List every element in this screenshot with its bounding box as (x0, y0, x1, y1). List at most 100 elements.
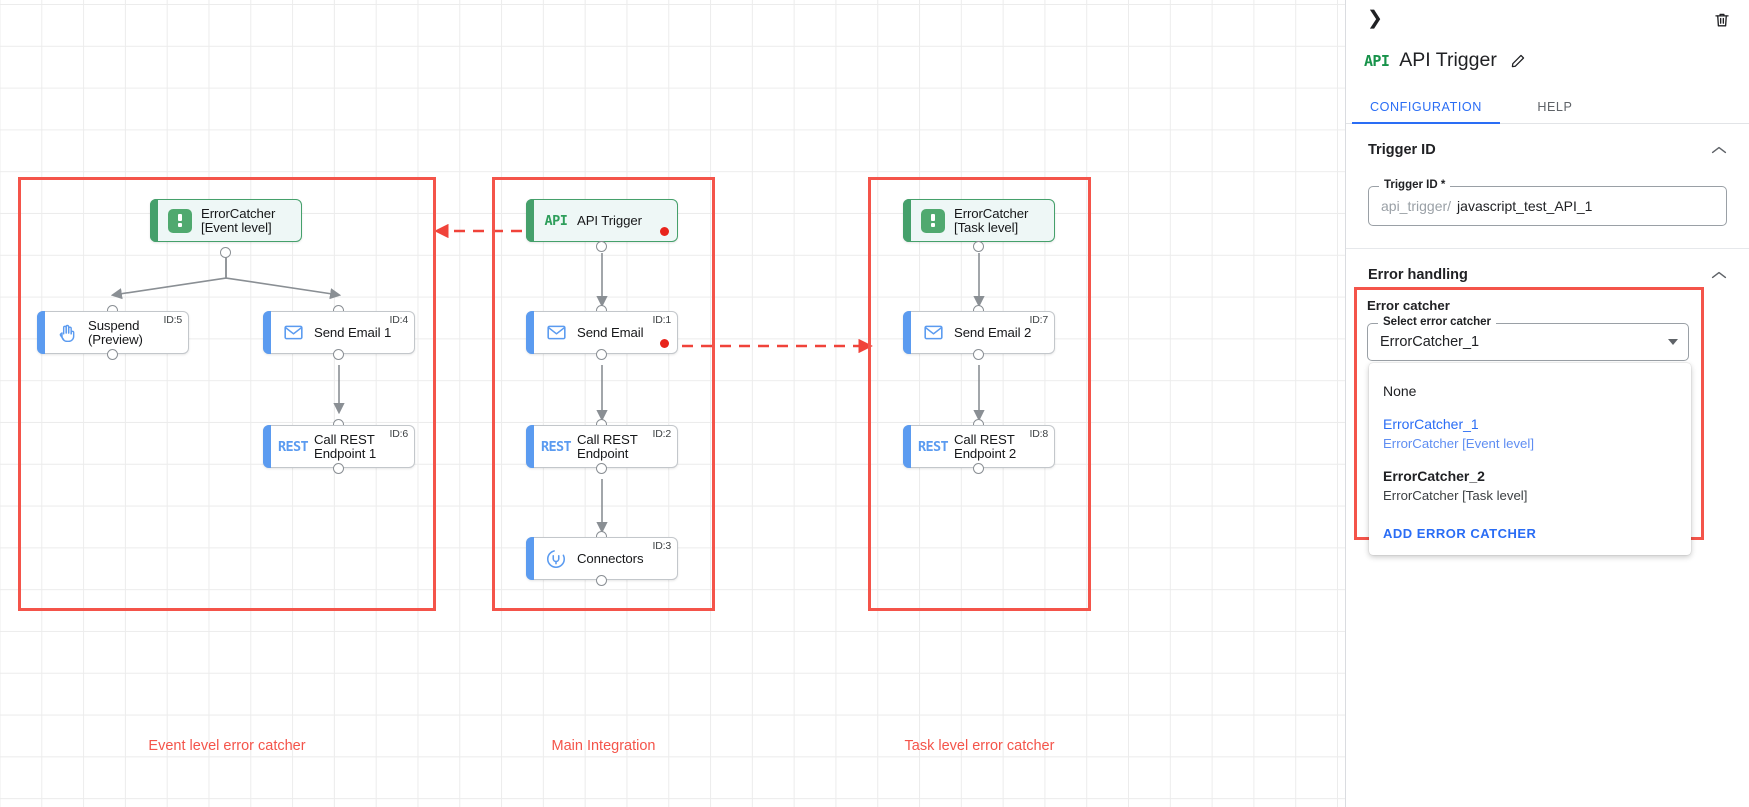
node-port-out[interactable] (333, 349, 344, 360)
trigger-id-field[interactable]: Trigger ID * api_trigger/ javascript_tes… (1368, 179, 1727, 226)
node-label: Connectors (577, 550, 644, 566)
error-catcher-region: Error catcher Select error catcher Error… (1354, 287, 1704, 555)
node-label: Send Email 1 (314, 324, 392, 340)
rest-icon: REST (540, 438, 572, 455)
group-label-main-integration: Main Integration (551, 738, 656, 754)
node-call-rest-endpoint-1[interactable]: REST Call REST Endpoint 1 ID:6 (263, 425, 415, 468)
chevron-down-icon[interactable] (1668, 339, 1678, 345)
error-catcher-label: Error catcher (1367, 298, 1450, 313)
node-id-tag: ID:1 (652, 314, 672, 326)
node-accent-bar (526, 311, 534, 354)
rest-icon: REST (277, 438, 309, 455)
node-label: Call REST Endpoint 1 (314, 432, 377, 461)
tab-help[interactable]: HELP (1537, 99, 1573, 114)
node-accent-bar (263, 425, 271, 468)
node-api-trigger[interactable]: API API Trigger (526, 199, 678, 242)
node-call-rest-endpoint[interactable]: REST Call REST Endpoint ID:2 (526, 425, 678, 468)
node-port-out[interactable] (973, 463, 984, 474)
node-accent-bar (263, 311, 271, 354)
section-heading: Trigger ID (1368, 142, 1436, 158)
node-label: ErrorCatcher [Task level] (954, 206, 1029, 235)
node-accent-bar (903, 199, 911, 242)
panel-toolbar: ❯ (1346, 0, 1749, 40)
section-error-handling[interactable]: Error handling (1346, 249, 1749, 301)
node-send-email[interactable]: Send Email ID:1 (526, 311, 678, 354)
node-port-out[interactable] (973, 349, 984, 360)
node-errorcatcher-event-level[interactable]: ErrorCatcher [Event level] (150, 199, 302, 242)
node-accent-bar (37, 311, 45, 354)
group-label-event-level: Event level error catcher (148, 738, 306, 754)
rest-icon: REST (917, 438, 949, 455)
page-title: API Trigger (1399, 49, 1497, 71)
dropdown-option-primary: ErrorCatcher_1 (1383, 416, 1479, 432)
trash-icon[interactable] (1713, 11, 1731, 29)
chevron-up-icon[interactable] (1711, 268, 1727, 283)
dropdown-option-errorcatcher-1[interactable]: ErrorCatcher_1 ErrorCatcher [Event level… (1369, 408, 1691, 460)
group-box (18, 177, 436, 611)
envelope-icon (539, 322, 573, 343)
node-suspend-preview[interactable]: Suspend (Preview) ID:5 (37, 311, 189, 354)
error-catcher-icon (916, 208, 950, 233)
node-id-tag: ID:6 (389, 428, 409, 440)
error-catcher-dropdown-menu[interactable]: None ErrorCatcher_1 ErrorCatcher [Event … (1369, 363, 1691, 555)
chevron-up-icon[interactable] (1711, 143, 1727, 158)
node-accent-bar (526, 425, 534, 468)
node-error-indicator (660, 227, 669, 236)
dropdown-option-none[interactable]: None (1369, 375, 1691, 408)
node-accent-bar (903, 311, 911, 354)
node-accent-bar (150, 199, 158, 242)
node-accent-bar (903, 425, 911, 468)
node-label: API Trigger (577, 212, 642, 228)
select-error-catcher[interactable]: Select error catcher ErrorCatcher_1 (1367, 316, 1689, 361)
node-port-out[interactable] (596, 349, 607, 360)
node-port-out[interactable] (107, 349, 118, 360)
node-label: Suspend (Preview) (88, 318, 143, 347)
node-id-tag: ID:7 (1029, 314, 1049, 326)
api-icon: API (1364, 51, 1390, 70)
node-id-tag: ID:5 (163, 314, 183, 326)
dropdown-option-errorcatcher-2[interactable]: ErrorCatcher_2 ErrorCatcher [Task level] (1369, 460, 1691, 512)
pencil-icon[interactable] (1510, 53, 1526, 69)
node-port-out[interactable] (973, 241, 984, 252)
node-send-email-2[interactable]: Send Email 2 ID:7 (903, 311, 1055, 354)
add-error-catcher-button[interactable]: ADD ERROR CATCHER (1383, 526, 1537, 541)
trigger-id-prefix: api_trigger/ (1381, 198, 1452, 214)
node-connectors[interactable]: Connectors ID:3 (526, 537, 678, 580)
node-port-out[interactable] (220, 247, 231, 258)
node-id-tag: ID:4 (389, 314, 409, 326)
node-port-out[interactable] (596, 241, 607, 252)
dropdown-option-secondary: ErrorCatcher [Event level] (1383, 436, 1534, 451)
node-error-indicator (660, 339, 669, 348)
group-box (492, 177, 715, 611)
api-icon: API (544, 212, 568, 229)
workflow-canvas[interactable]: Event level error catcher Main Integrati… (0, 0, 1345, 807)
spacer (1346, 226, 1749, 248)
node-port-out[interactable] (596, 575, 607, 586)
dropdown-option-primary: None (1383, 383, 1417, 399)
node-send-email-1[interactable]: Send Email 1 ID:4 (263, 311, 415, 354)
node-label: ErrorCatcher [Event level] (201, 206, 276, 235)
section-trigger-id[interactable]: Trigger ID (1346, 124, 1749, 176)
node-errorcatcher-task-level[interactable]: ErrorCatcher [Task level] (903, 199, 1055, 242)
node-accent-bar (526, 199, 534, 242)
node-call-rest-endpoint-2[interactable]: REST Call REST Endpoint 2 ID:8 (903, 425, 1055, 468)
node-id-tag: ID:3 (652, 540, 672, 552)
tab-configuration[interactable]: CONFIGURATION (1352, 90, 1500, 124)
node-label: Call REST Endpoint 2 (954, 432, 1017, 461)
node-port-out[interactable] (333, 463, 344, 474)
section-heading: Error handling (1368, 267, 1468, 283)
node-label: Send Email 2 (954, 324, 1032, 340)
dropdown-option-primary: ErrorCatcher_2 (1383, 468, 1485, 484)
chevron-right-icon[interactable]: ❯ (1367, 8, 1383, 29)
envelope-icon (916, 322, 950, 343)
select-error-catcher-value: ErrorCatcher_1 (1380, 334, 1480, 350)
node-port-out[interactable] (596, 463, 607, 474)
divider (1346, 248, 1749, 249)
dropdown-option-secondary: ErrorCatcher [Task level] (1383, 488, 1528, 503)
properties-panel: ❯ API API Trigger CONFIGURATION HELP (1345, 0, 1749, 807)
hand-icon (50, 323, 84, 343)
trigger-id-input[interactable]: javascript_test_API_1 (1457, 198, 1593, 214)
select-error-catcher-label: Select error catcher (1378, 316, 1497, 328)
envelope-icon (276, 322, 310, 343)
trigger-id-field-label: Trigger ID * (1379, 179, 1451, 191)
